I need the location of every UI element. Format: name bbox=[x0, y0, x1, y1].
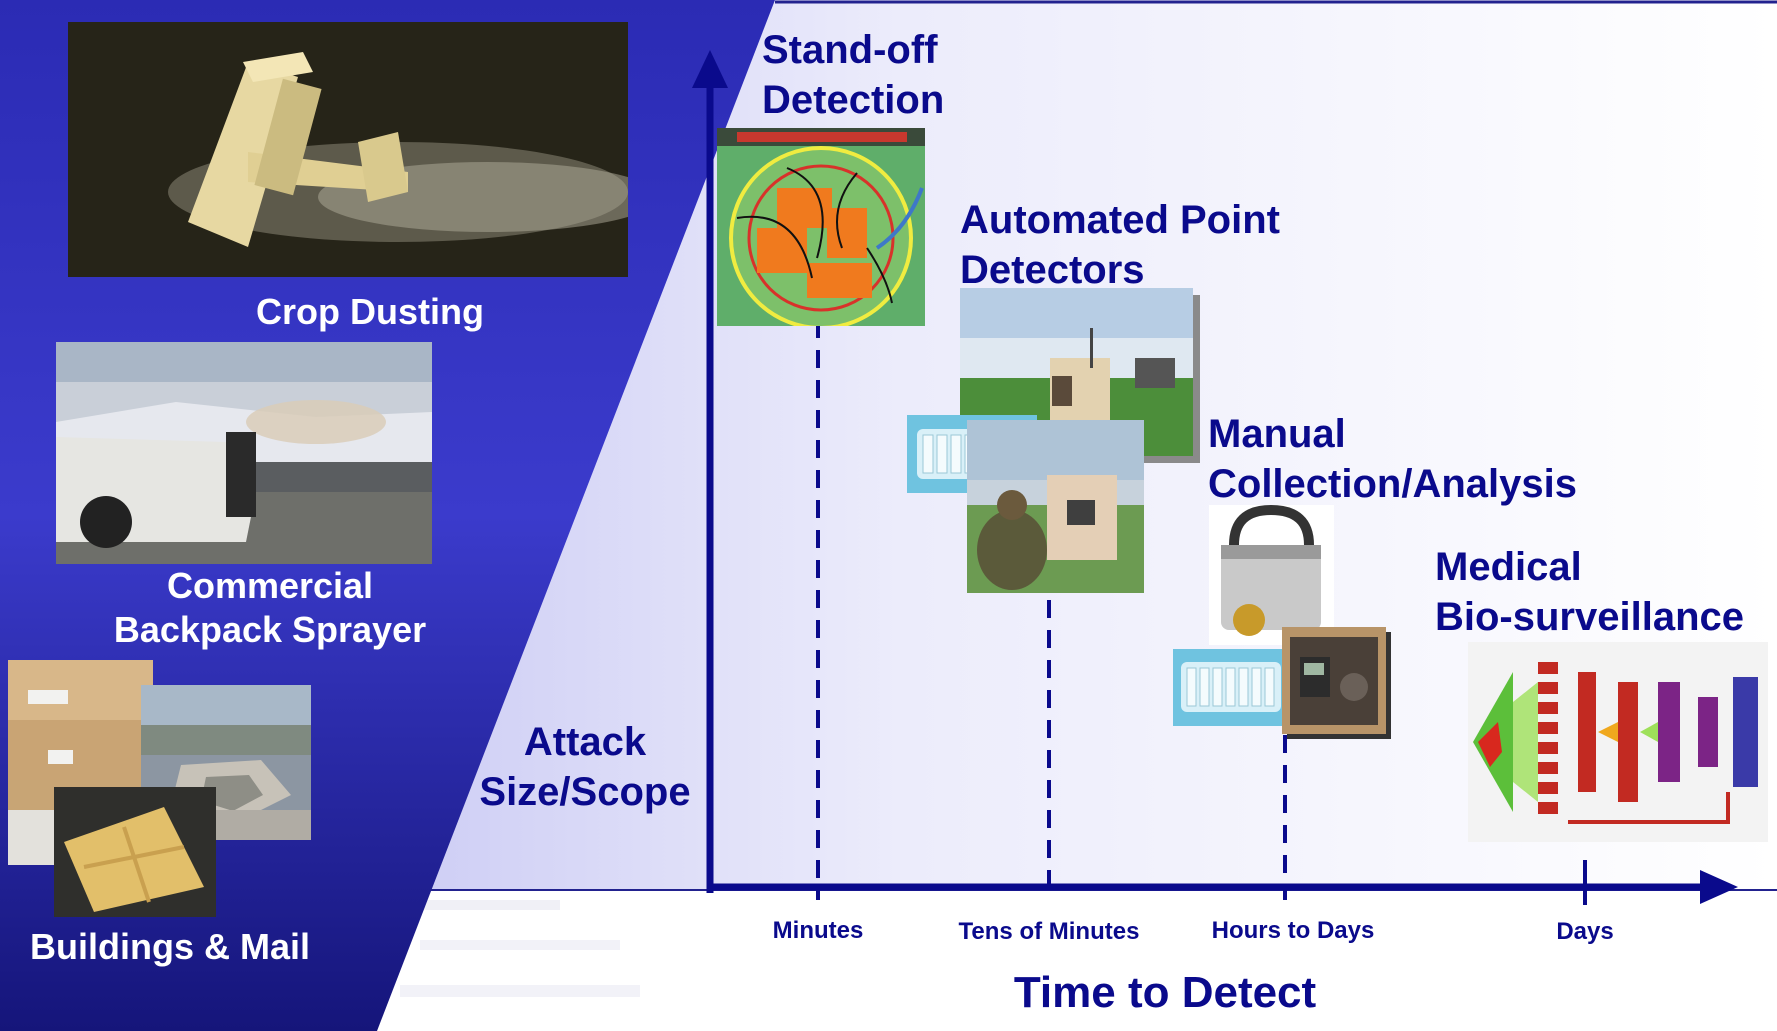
x-tick-minutes: Minutes bbox=[772, 917, 864, 944]
method-manual-line2: Collection/Analysis bbox=[1208, 462, 1577, 506]
scenario-label-crop-dusting: Crop Dusting bbox=[256, 291, 484, 332]
scenario-label-backpack-sprayer: Commercial Backpack Sprayer bbox=[90, 564, 450, 652]
soldier-detector-image bbox=[967, 420, 1144, 593]
method-standoff-line1: Stand-off bbox=[762, 28, 938, 72]
y-axis-label-line1: Attack bbox=[523, 720, 647, 764]
method-title-standoff: Stand-off Detection bbox=[762, 25, 944, 125]
method-title-medical: Medical Bio-surveillance bbox=[1435, 542, 1744, 642]
method-automated-line2: Detectors bbox=[960, 248, 1145, 292]
method-title-automated-point: Automated Point Detectors bbox=[960, 195, 1280, 295]
method-automated-line1: Automated Point bbox=[960, 198, 1280, 242]
standoff-map-image bbox=[717, 128, 925, 326]
field-kit-image bbox=[1282, 627, 1386, 734]
scenario-label-buildings-mail: Buildings & Mail bbox=[29, 926, 310, 967]
x-tick-hours-to-days: Hours to Days bbox=[1211, 917, 1375, 944]
x-tick-days: Days bbox=[1556, 918, 1614, 945]
y-axis-arrow bbox=[692, 50, 728, 88]
y-axis-label-line2: Size/Scope bbox=[479, 770, 691, 814]
y-axis-label: Attack Size/Scope bbox=[470, 717, 700, 817]
detector-station-image bbox=[960, 288, 1193, 456]
crop-duster-image bbox=[68, 22, 628, 277]
method-standoff-line2: Detection bbox=[762, 78, 945, 122]
collection-case-image bbox=[1209, 505, 1334, 645]
biosurveillance-flowchart-image bbox=[1468, 642, 1768, 842]
method-medical-line2: Bio-surveillance bbox=[1435, 595, 1745, 639]
method-medical-line1: Medical bbox=[1435, 545, 1582, 589]
truck-sprayer-image bbox=[56, 342, 432, 564]
method-manual-line1: Manual bbox=[1208, 412, 1346, 456]
pentagon-image bbox=[141, 685, 311, 840]
envelope-image bbox=[54, 787, 216, 917]
scenario-label-backpack-sprayer-text: Commercial Backpack Sprayer bbox=[113, 565, 427, 650]
cartridge-image-2 bbox=[1173, 649, 1288, 726]
x-axis-arrow bbox=[1700, 870, 1738, 904]
x-axis-title: Time to Detect bbox=[1013, 968, 1317, 1017]
method-title-manual-collection: Manual Collection/Analysis bbox=[1208, 409, 1577, 509]
x-tick-tens-of-minutes: Tens of Minutes bbox=[958, 918, 1140, 945]
